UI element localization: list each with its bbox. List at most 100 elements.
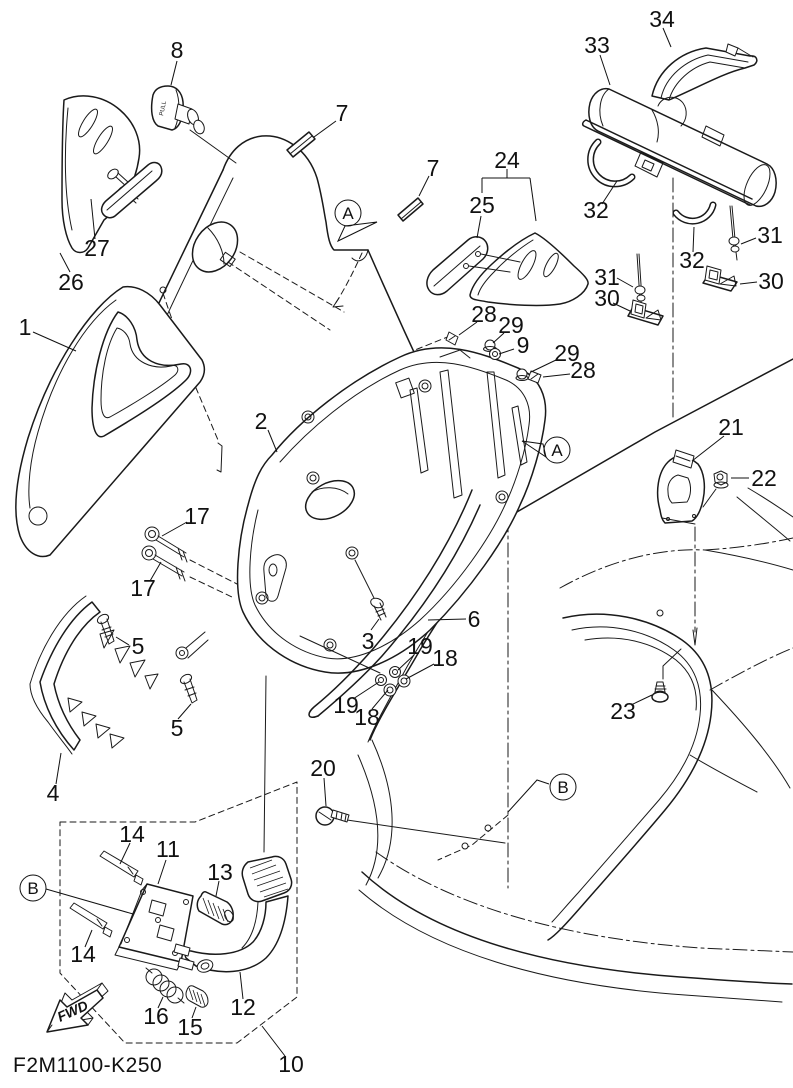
- ref-marker-circle: [334, 199, 362, 227]
- ref-marker-b: B: [19, 874, 134, 915]
- handle-recess: [657, 96, 687, 127]
- callout-17: 17: [130, 561, 162, 601]
- part-8-switch: PULL: [150, 85, 205, 135]
- part-22-nut: [702, 470, 729, 508]
- callout-number: 27: [84, 235, 110, 261]
- callout-number: 10: [278, 1051, 304, 1077]
- callout-28: 28: [458, 301, 497, 336]
- callout-18: 18: [405, 645, 458, 680]
- cowl-swoosh-outer: [91, 311, 192, 438]
- callout-number: 18: [432, 645, 458, 671]
- ref-marker-letter: B: [27, 879, 38, 898]
- callout-number: 29: [498, 312, 524, 338]
- callout-number: 21: [718, 414, 744, 440]
- callout-8: 8: [170, 37, 183, 86]
- callout-13: 13: [207, 859, 233, 897]
- callout-number: 25: [469, 192, 495, 218]
- assembly-10-dashed-box: [59, 781, 298, 1044]
- callout-30: 30: [594, 285, 631, 312]
- callout-29: 29: [492, 312, 524, 344]
- ref-marker-circle: [549, 773, 577, 801]
- callout-21: 21: [691, 414, 744, 462]
- part-2-deck-tray: [236, 335, 547, 853]
- callout-2: 2: [255, 408, 278, 453]
- callout-28: 28: [542, 357, 596, 383]
- part-25-pad: [426, 236, 521, 296]
- part-23-screw: [651, 648, 682, 703]
- callout-number: 24: [494, 147, 520, 173]
- part-17-bolts: [141, 526, 238, 598]
- callout-number: 11: [156, 836, 180, 862]
- callout-22: 22: [731, 465, 777, 491]
- callout-number: 13: [207, 859, 233, 885]
- callout-number: 30: [758, 268, 784, 294]
- callout-number: 3: [362, 628, 375, 654]
- callout-5: 5: [115, 633, 145, 659]
- ref-marker-b: B: [507, 773, 577, 813]
- callout-number: 19: [407, 633, 433, 659]
- callout-number: 5: [132, 633, 145, 659]
- tray-fasteners: [255, 379, 509, 652]
- part-33-case: [581, 87, 777, 208]
- callout-34: 34: [649, 6, 675, 48]
- hatch-opening-inner: [551, 626, 702, 923]
- callout-number: 26: [58, 269, 84, 295]
- part-1-front-cowl: [15, 285, 206, 558]
- switch-pull-text: PULL: [159, 100, 168, 117]
- callout-31: 31: [594, 264, 634, 290]
- part-32-clamps: [587, 138, 717, 225]
- figure-code: F2M1100-K250: [13, 1054, 162, 1077]
- trim-strip: [100, 161, 163, 219]
- callout-number: 29: [554, 340, 580, 366]
- callout-33: 33: [584, 32, 611, 86]
- part-26-bracket: [61, 95, 141, 254]
- callout-29: 29: [530, 340, 580, 373]
- callout-number: 5: [171, 715, 184, 741]
- tray-oval-hole: [304, 479, 356, 521]
- callout-17: 17: [161, 503, 210, 537]
- callout-number: 31: [757, 222, 783, 248]
- part-24-visor: [469, 232, 589, 307]
- callout-number: 19: [333, 692, 359, 718]
- steering-hole: [191, 221, 239, 273]
- callout-number: 32: [583, 197, 609, 223]
- callout-27: 27: [84, 198, 110, 261]
- callout-15: 15: [177, 1006, 203, 1040]
- callout-number: 22: [751, 465, 777, 491]
- callout-number: 7: [427, 155, 440, 181]
- ref-marker-a: A: [521, 436, 571, 464]
- callout-number: 12: [230, 994, 256, 1020]
- part-6-seal: [308, 489, 481, 719]
- part-14-pins: [69, 850, 144, 938]
- callout-number: 9: [517, 332, 530, 358]
- callout-24: 24: [481, 147, 537, 222]
- ref-marker-letter: A: [551, 441, 563, 460]
- callout-16: 16: [143, 996, 169, 1029]
- callout-number: 20: [310, 755, 336, 781]
- ref-marker-letter: B: [557, 778, 568, 797]
- part-31-pins: [634, 205, 740, 310]
- hatch-opening-outer: [547, 613, 713, 941]
- callout-23: 23: [610, 694, 653, 724]
- part-27-screws: [100, 161, 163, 219]
- callout-10: 10: [261, 1025, 304, 1077]
- callout-12: 12: [230, 971, 256, 1020]
- part-28-29-9-hardware: [445, 331, 542, 384]
- callout-25: 25: [469, 192, 495, 239]
- callout-number: 30: [594, 285, 620, 311]
- cowl-hole: [28, 506, 48, 526]
- callout-number: 31: [594, 264, 620, 290]
- callout-number: 1: [19, 314, 32, 340]
- callout-20: 20: [310, 755, 336, 807]
- part-15-spring: [185, 985, 209, 1008]
- callout-number: 18: [354, 704, 380, 730]
- callout-7: 7: [313, 100, 348, 138]
- callout-number: 17: [184, 503, 210, 529]
- part-5-screws: [96, 613, 198, 704]
- callout-3: 3: [362, 618, 380, 654]
- ref-marker-a: A: [334, 199, 378, 243]
- callout-overlay: 1234556778910111213141415161717181819192…: [19, 6, 784, 1077]
- callout-number: 34: [649, 6, 675, 32]
- ref-marker-circle: [543, 436, 571, 464]
